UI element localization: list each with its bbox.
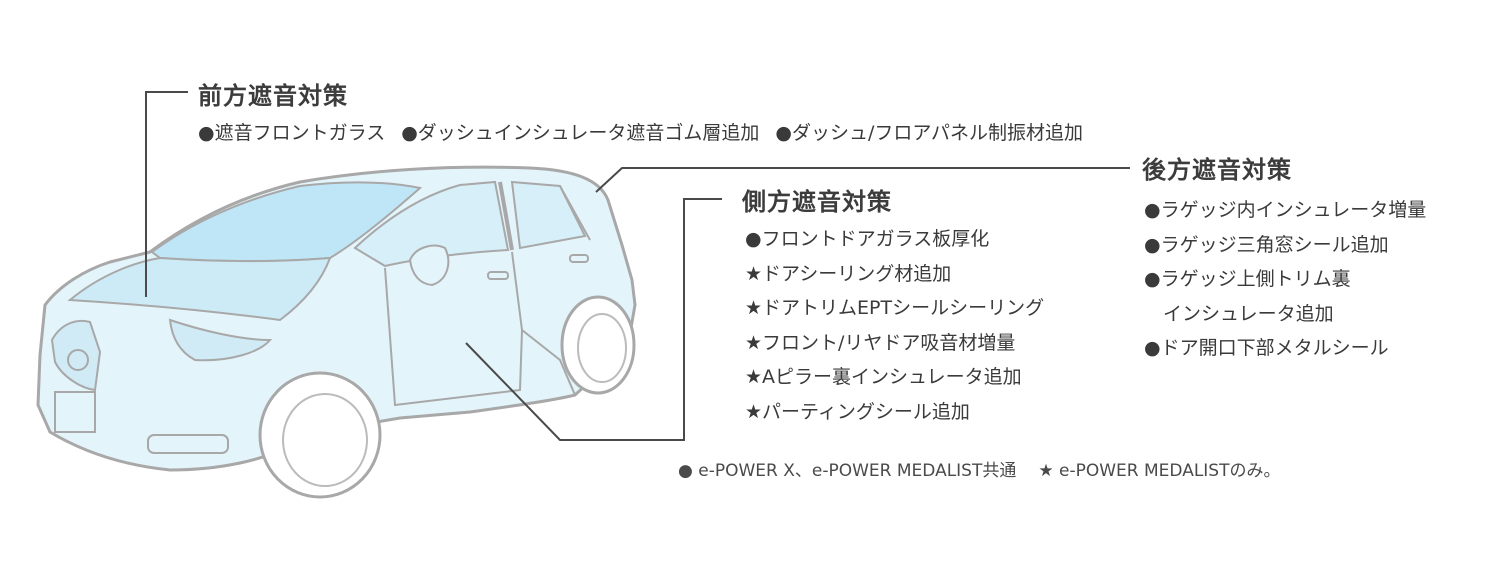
side-item: ★ドアトリムEPTシールシーリング <box>745 297 1045 320</box>
rear-list: ●ラゲッジ内インシュレータ増量 ●ラゲッジ三角窓シール追加 ●ラゲッジ上側トリム… <box>1144 193 1426 366</box>
legend-star: ★ e-POWER MEDALISTのみ。 <box>1038 461 1281 481</box>
legend: ● e-POWER X、e-POWER MEDALIST共通 ★ e-POWER … <box>678 456 1303 481</box>
rear-heading: 後方遮音対策 <box>1142 156 1292 184</box>
front-item: ●ダッシュインシュレータ遮音ゴム層追加 <box>401 122 760 144</box>
rear-item: ●ラゲッジ上側トリム裏 <box>1144 268 1351 291</box>
front-item: ●ダッシュ/フロアパネル制振材追加 <box>775 122 1084 144</box>
side-window-rear <box>510 180 587 250</box>
front-wheel <box>258 371 382 499</box>
side-item: ★フロント/リヤドア吸音材増量 <box>745 331 1016 354</box>
rear-item: インシュレータ追加 <box>1144 302 1334 325</box>
front-leader-line <box>145 91 188 297</box>
rear-wheel <box>560 295 636 395</box>
front-heading: 前方遮音対策 <box>198 82 348 110</box>
side-item: ★パーティングシール追加 <box>745 400 970 423</box>
side-item: ★Aピラー裏インシュレータ追加 <box>745 366 1022 389</box>
front-items: ●遮音フロントガラス ●ダッシュインシュレータ遮音ゴム層追加 ●ダッシュ/フロアパネ… <box>198 118 1099 145</box>
legend-circle: ● e-POWER X、e-POWER MEDALIST共通 <box>678 461 1017 481</box>
side-heading: 側方遮音対策 <box>742 188 892 216</box>
side-list: ●フロントドアガラス板厚化 ★ドアシーリング材追加 ★ドアトリムEPTシールシー… <box>745 222 1044 430</box>
side-item: ★ドアシーリング材追加 <box>745 262 952 285</box>
front-item: ●遮音フロントガラス <box>198 122 386 144</box>
side-leader-line <box>465 198 722 441</box>
rear-item: ●ドア開口下部メタルシール <box>1144 337 1389 360</box>
side-item: ●フロントドアガラス板厚化 <box>745 228 990 250</box>
hood <box>67 256 332 322</box>
rear-item: ●ラゲッジ内インシュレータ増量 <box>1144 199 1427 221</box>
side-mirror <box>408 244 450 287</box>
rear-leader-line <box>595 167 1130 193</box>
rear-item: ●ラゲッジ三角窓シール追加 <box>1144 233 1389 256</box>
